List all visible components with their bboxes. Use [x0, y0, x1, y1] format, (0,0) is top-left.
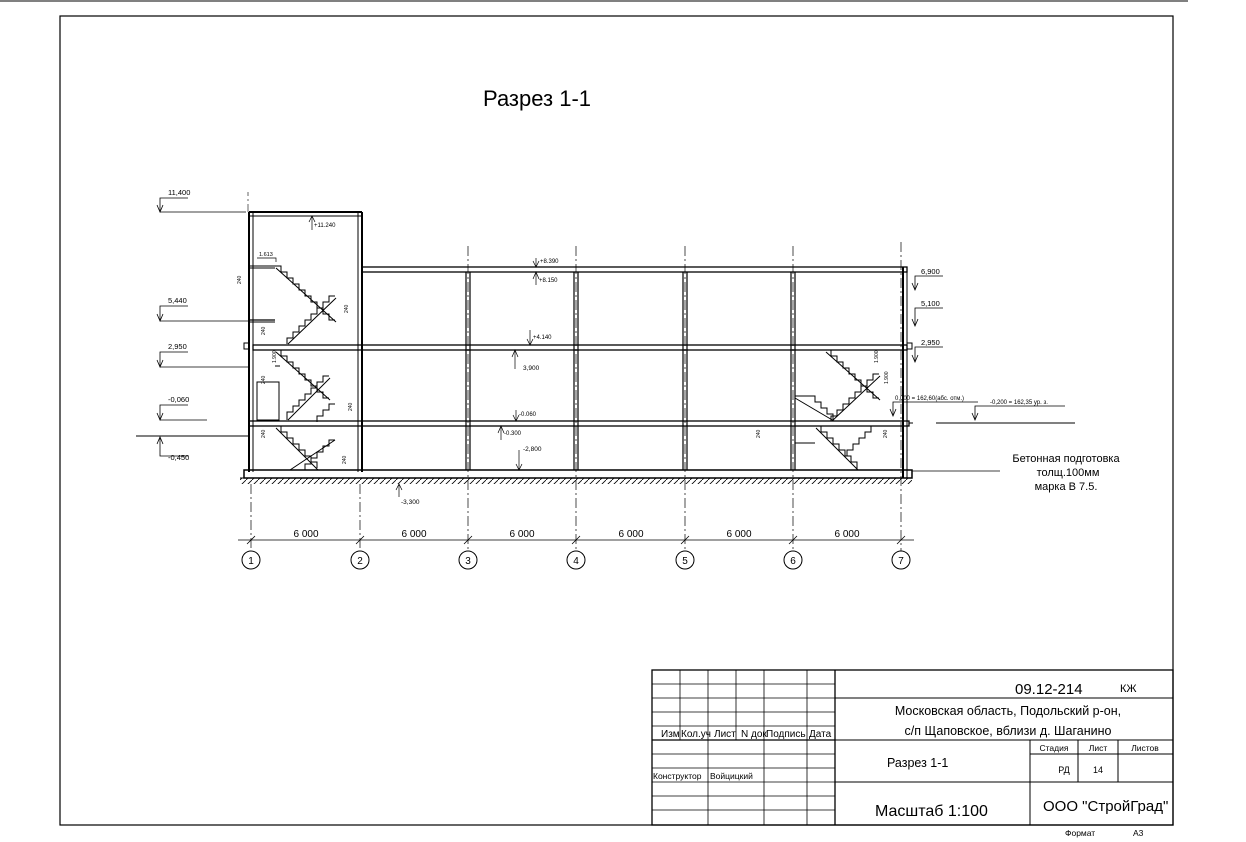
inner-mark: +8.150 — [539, 278, 558, 284]
inner-mark: +8.390 — [540, 259, 559, 265]
elevation-labels-left: 11,400 5,440 2,950 -0,060 -0,450 — [168, 188, 190, 462]
format-label: Формат — [1065, 828, 1095, 838]
small-dim: 240 — [883, 429, 889, 438]
col-header: Лист — [714, 729, 736, 740]
ground-mark: -0,200 = 162,35 ур. з. — [990, 400, 1048, 406]
axis-label: 7 — [898, 556, 904, 567]
span-dimension-line — [238, 535, 914, 545]
title-block — [651, 669, 1174, 826]
sheets-label: Листов — [1131, 743, 1159, 753]
title-block-text: 09.12-214 КЖ Московская область, Подольс… — [653, 681, 1168, 838]
small-dim: 240 — [756, 429, 762, 438]
note-line: марка В 7.5. — [1035, 481, 1098, 493]
format-value: А3 — [1133, 828, 1144, 838]
elevation-labels-right: 6,900 5,100 2,950 0,000 = 162,60(абс. от… — [895, 267, 1048, 406]
elevation-label: 2,950 — [921, 338, 940, 347]
address-line: Московская область, Подольский р-он, — [895, 704, 1121, 718]
elevation-markers-left — [156, 197, 249, 457]
elevation-label: 2,950 — [168, 342, 187, 351]
concrete-note: Бетонная подготовка толщ.100мм марка В 7… — [1012, 453, 1120, 493]
span-dim: 6 000 — [834, 529, 859, 540]
inner-mark: +4.140 — [533, 335, 552, 341]
note-line: толщ.100мм — [1037, 467, 1100, 479]
inner-mark-arrows — [257, 215, 540, 497]
inner-marks: +11.240 +8.390 +8.150 +4.140 3,900 -0.06… — [259, 223, 559, 506]
stage-value: РД — [1058, 765, 1070, 775]
small-dim: 240 — [342, 455, 348, 464]
axis-lines — [250, 242, 902, 552]
axis-markers: 1 2 3 4 5 6 7 — [241, 550, 911, 570]
scale-label: Масштаб 1:100 — [875, 803, 988, 820]
elevation-label: -0,450 — [168, 453, 189, 462]
section-title: Разрез 1-1 — [483, 86, 591, 111]
axis-label: 3 — [465, 556, 471, 567]
span-dim: 6 000 — [509, 529, 534, 540]
inner-mark: -2,800 — [523, 446, 542, 453]
inner-mark: -0.060 — [519, 412, 537, 418]
company-name: ООО "СтройГрад" — [1043, 798, 1168, 815]
elevation-label: 5,100 — [921, 299, 940, 308]
inner-mark: 1.613 — [259, 252, 273, 258]
small-dim: 1.900 — [272, 350, 278, 363]
elevation-label: 11,400 — [168, 188, 190, 197]
inner-mark: -3,300 — [401, 499, 420, 506]
axis-label: 5 — [682, 556, 688, 567]
span-dim: 6 000 — [293, 529, 318, 540]
small-dim: 1.900 — [874, 350, 880, 363]
small-dim: 240 — [261, 326, 267, 335]
small-dim: 1.900 — [884, 371, 890, 384]
address-line: с/п Щаповское, вблизи д. Шаганино — [905, 724, 1112, 738]
span-dim: 6 000 — [401, 529, 426, 540]
person-name: Войцицкий — [710, 771, 753, 781]
span-dim: 6 000 — [726, 529, 751, 540]
small-dim: 240 — [261, 429, 267, 438]
inner-mark: -0.300 — [504, 431, 522, 437]
note-line: Бетонная подготовка — [1012, 453, 1120, 465]
sheet-label: Лист — [1089, 743, 1108, 753]
stage-label: Стадия — [1040, 743, 1069, 753]
elevation-label: -0,060 — [168, 395, 189, 404]
elevation-markers-right — [889, 275, 1065, 422]
elevation-label: 6,900 — [921, 267, 940, 276]
axis-label: 1 — [248, 556, 254, 567]
inner-mark: 3,900 — [523, 365, 540, 372]
sheet-title: Разрез 1-1 — [887, 756, 948, 770]
span-dim: 6 000 — [618, 529, 643, 540]
col-header: Изм — [661, 729, 680, 740]
sheet-value: 14 — [1093, 765, 1103, 775]
sheet-frame — [0, 0, 1188, 826]
span-dimensions: 6 000 6 000 6 000 6 000 6 000 6 000 — [293, 529, 859, 540]
document-code: 09.12-214 — [1015, 681, 1083, 698]
inner-mark: +11.240 — [314, 223, 336, 229]
axis-label: 6 — [790, 556, 796, 567]
col-header: N док — [741, 729, 767, 740]
role-label: Конструктор — [653, 771, 702, 781]
document-mark: КЖ — [1120, 683, 1137, 695]
col-header: Дата — [809, 729, 832, 740]
col-header: Подпись — [766, 729, 806, 740]
small-dim: 240 — [237, 275, 243, 284]
col-header: Кол.уч — [681, 729, 711, 740]
elevation-label: 5,440 — [168, 296, 187, 305]
small-dim: 240 — [261, 375, 267, 384]
axis-label: 4 — [573, 556, 579, 567]
axis-label: 2 — [357, 556, 363, 567]
small-dim: 240 — [348, 402, 354, 411]
small-dimensions: 240 240 240 240 240 240 240 240 240 1.90… — [237, 275, 890, 464]
absolute-mark: 0,000 = 162,60(абс. отм.) — [895, 396, 964, 402]
small-dim: 240 — [344, 304, 350, 313]
